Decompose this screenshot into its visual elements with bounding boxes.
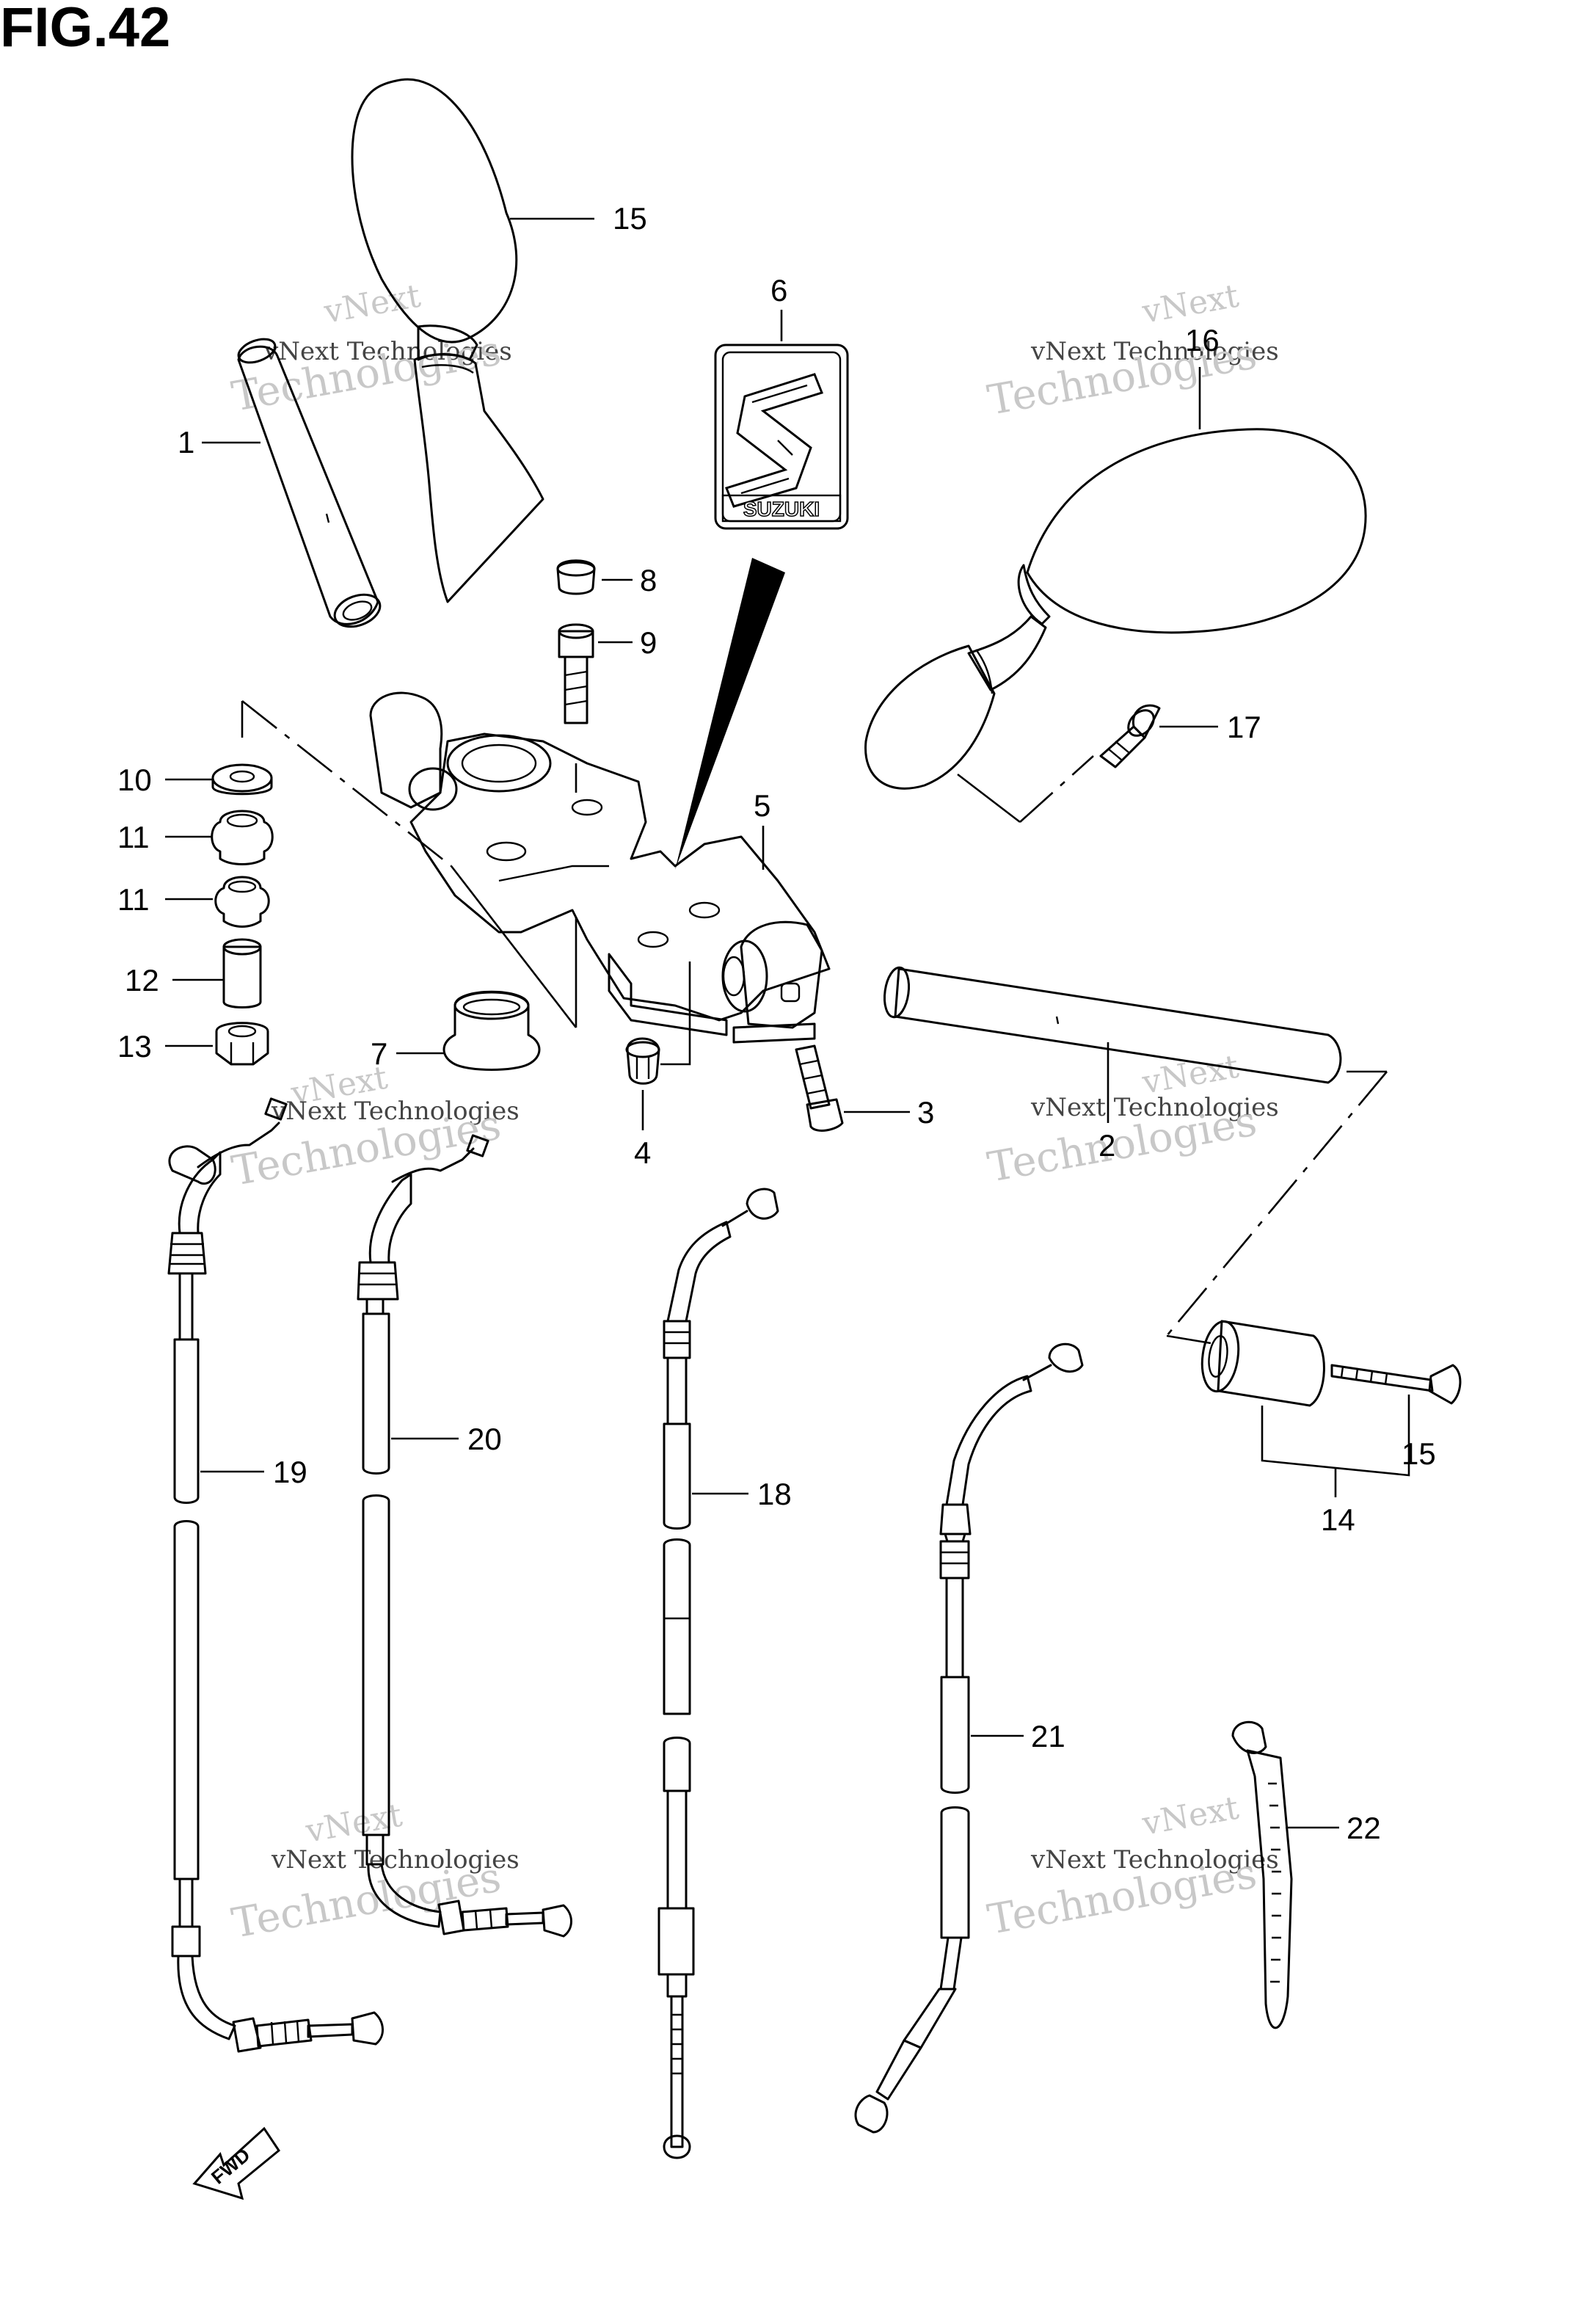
leader-clamp-left-diag bbox=[241, 699, 452, 868]
callout-6: 6 bbox=[770, 273, 787, 308]
watermark-line2: vNext Technologies bbox=[271, 1097, 520, 1126]
emblem-text: SUZUKI bbox=[743, 498, 820, 520]
watermark-bottom-left: vNext vNext Technologies Technologies bbox=[228, 1797, 520, 1948]
callout-7: 7 bbox=[371, 1036, 387, 1071]
part-6-emblem[interactable]: SUZUKI bbox=[714, 343, 849, 530]
callout-9: 9 bbox=[640, 625, 657, 660]
callout-11-upper: 11 bbox=[117, 820, 150, 854]
leader-17-18 bbox=[957, 773, 1021, 824]
callout-15: 15 bbox=[1402, 1436, 1436, 1471]
callout-5: 5 bbox=[754, 788, 770, 823]
leader-14-15 bbox=[1261, 1395, 1410, 1477]
part-4-cap[interactable] bbox=[625, 1037, 660, 1085]
part-7-rubber-cap[interactable] bbox=[442, 990, 541, 1071]
watermark-line2: vNext Technologies bbox=[1030, 1093, 1279, 1122]
watermark-line1: vNext bbox=[321, 277, 423, 331]
leader-2-bottom bbox=[1166, 1334, 1211, 1345]
part-12-collar[interactable] bbox=[222, 938, 262, 1008]
callout-10: 10 bbox=[117, 763, 152, 797]
callout-22: 21 bbox=[1031, 1719, 1065, 1753]
watermark-line2: vNext Technologies bbox=[271, 1845, 520, 1875]
watermark-line2: vNext Technologies bbox=[1030, 1845, 1279, 1875]
watermark-bottom-right: vNext vNext Technologies Technologies bbox=[984, 1789, 1279, 1944]
watermark-mid-left: vNext vNext Technologies Technologies bbox=[228, 1059, 520, 1196]
callout-1: 1 bbox=[178, 425, 194, 459]
callout-23: 22 bbox=[1347, 1811, 1381, 1845]
part-3-screw[interactable] bbox=[795, 1044, 844, 1132]
part-15-bar-end-screw[interactable] bbox=[1330, 1364, 1462, 1405]
callout-16: 15 bbox=[613, 201, 647, 236]
watermark-top-right: vNext vNext Technologies Technologies bbox=[984, 277, 1279, 425]
callout-21: 20 bbox=[467, 1422, 502, 1456]
part-20-cable[interactable] bbox=[167, 1097, 384, 2053]
part-21-cable[interactable] bbox=[357, 1134, 572, 1938]
callout-14: 14 bbox=[1321, 1502, 1355, 1537]
part-8-cap[interactable] bbox=[556, 559, 596, 595]
watermark-line2: vNext Technologies bbox=[263, 337, 512, 366]
callout-19: 18 bbox=[757, 1477, 792, 1511]
callout-2: 2 bbox=[1098, 1128, 1115, 1163]
part-14-bar-end-weight[interactable] bbox=[1198, 1319, 1325, 1407]
callout-11-lower: 11 bbox=[117, 882, 150, 917]
callout-13: 13 bbox=[117, 1029, 152, 1064]
leader-4-bracket bbox=[660, 961, 691, 1066]
leader-lines bbox=[165, 217, 1339, 1829]
emblem-position-arrow bbox=[675, 558, 785, 870]
leader-clamp-left-diag2 bbox=[450, 865, 577, 1028]
watermark-line1: vNext bbox=[1139, 1789, 1242, 1843]
callout-20: 19 bbox=[273, 1455, 307, 1489]
callout-18: 17 bbox=[1227, 710, 1261, 744]
callout-8: 8 bbox=[640, 563, 657, 597]
callout-17: 16 bbox=[1185, 323, 1220, 357]
part-23-cable-tie[interactable] bbox=[1231, 1720, 1293, 2029]
part-5-handlebar-clamp[interactable] bbox=[369, 691, 831, 1044]
watermark-line2: vNext Technologies bbox=[1030, 337, 1279, 366]
part-16-left-mirror[interactable] bbox=[351, 78, 544, 603]
leader-17-18-dash bbox=[1019, 755, 1094, 823]
watermark-mid-right: vNext vNext Technologies Technologies bbox=[984, 1048, 1279, 1192]
callout-4: 4 bbox=[634, 1135, 651, 1170]
part-13-nut[interactable] bbox=[215, 1022, 269, 1066]
callout-numbers: 15 1 6 16 8 9 17 10 11 11 12 13 5 7 3 4 … bbox=[117, 201, 1436, 1845]
callout-12: 12 bbox=[125, 963, 159, 997]
fwd-direction-arrow: FWD bbox=[192, 2126, 281, 2200]
part-9-bolt[interactable] bbox=[558, 623, 594, 724]
part-10-washer[interactable] bbox=[211, 763, 273, 796]
part-22-cable[interactable] bbox=[854, 1342, 1084, 2134]
part-11-grommet-upper[interactable] bbox=[211, 810, 274, 865]
part-1-left-grip[interactable] bbox=[236, 335, 385, 633]
callout-3: 3 bbox=[917, 1095, 934, 1130]
figure-title: FIG.42 bbox=[0, 0, 171, 59]
leader-2-diag bbox=[1166, 1071, 1388, 1337]
part-2-handlebar-right[interactable] bbox=[881, 966, 1342, 1084]
part-19-cable[interactable] bbox=[657, 1188, 779, 2159]
part-18-mirror-bolt[interactable] bbox=[1099, 704, 1161, 768]
part-11-grommet-lower[interactable] bbox=[214, 876, 270, 928]
part-17-right-mirror[interactable] bbox=[864, 428, 1367, 790]
